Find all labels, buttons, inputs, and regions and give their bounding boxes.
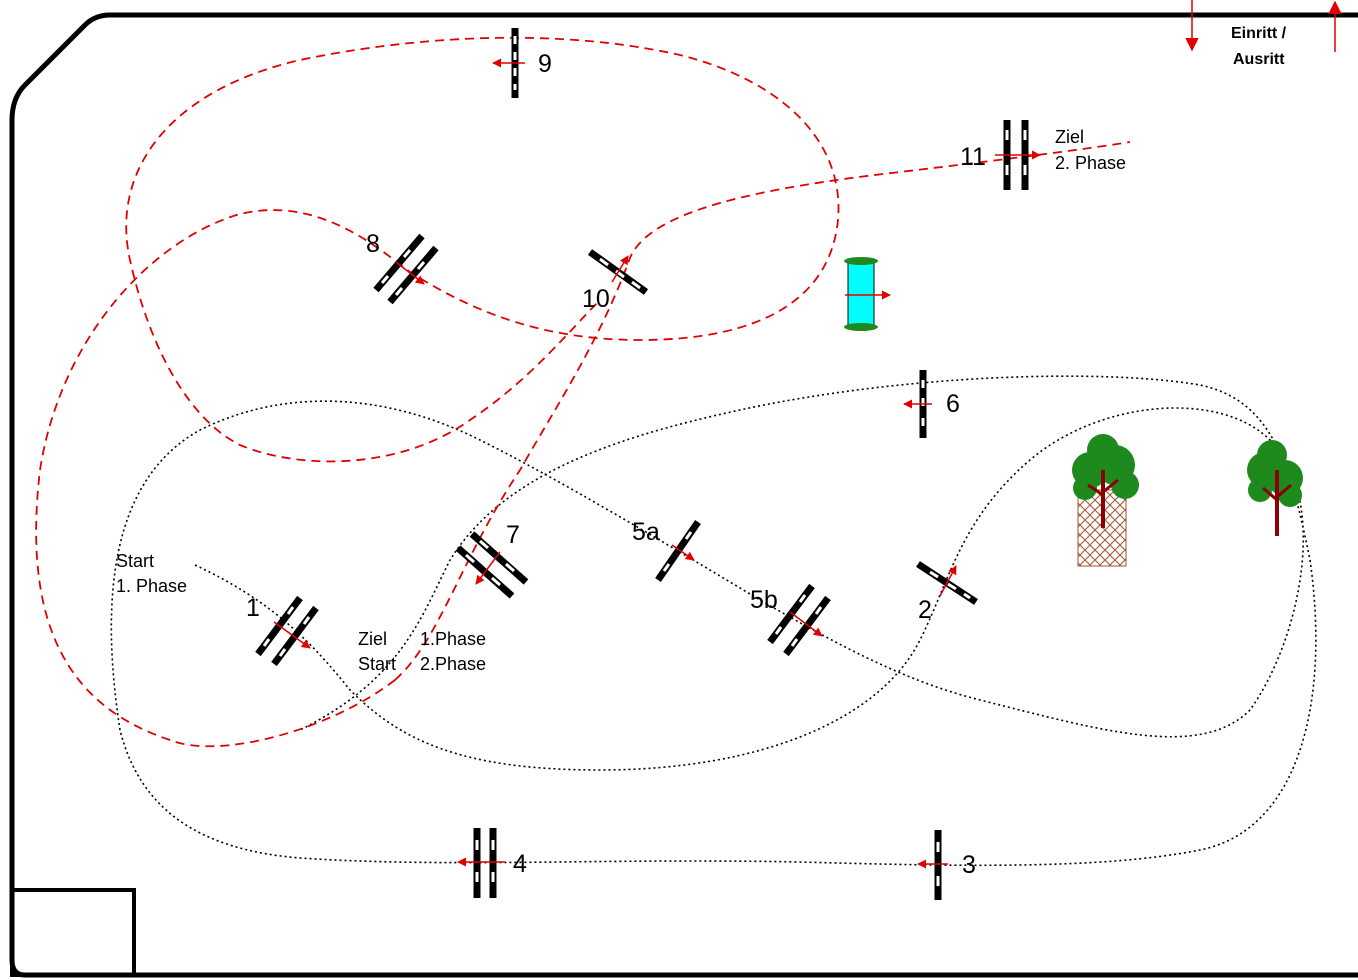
entrance-label-line1: Einritt /	[1231, 25, 1287, 42]
ziel2-line1: Ziel	[1055, 127, 1084, 147]
ziel1-col1-line2: Start	[358, 654, 396, 674]
obstacle-10: 10	[582, 249, 649, 313]
obstacle-2: 2	[916, 561, 978, 624]
arena-border	[9, 12, 1358, 978]
obstacle-4: 4	[457, 828, 527, 898]
obstacle-3: 3	[917, 830, 976, 900]
obstacle-5a-label: 5a	[632, 518, 660, 546]
obstacle-5b-label: 5b	[750, 586, 778, 614]
phase2-route	[35, 36, 1131, 748]
obstacle-8-label: 8	[366, 230, 380, 258]
obstacle-10-label: 10	[582, 285, 610, 313]
ziel1-col2-line2: 2.Phase	[420, 654, 486, 674]
obstacle-9-label: 9	[538, 50, 552, 78]
tree	[1247, 440, 1303, 536]
phase1-route	[110, 375, 1317, 867]
obstacle-1-label: 1	[246, 594, 260, 622]
obstacle-11-label: 11	[960, 143, 986, 171]
obstacle-5a: 5a	[632, 518, 701, 582]
obstacle-4-label: 4	[513, 850, 527, 878]
entrance-label-line2: Ausritt	[1233, 51, 1285, 68]
obstacle-5b: 5b	[750, 583, 831, 657]
obstacle-3-label: 3	[962, 851, 976, 879]
start1-line2: 1. Phase	[116, 576, 187, 596]
water-obstacle	[844, 257, 891, 331]
obstacle-11: 11	[960, 120, 1041, 190]
obstacle-7-label: 7	[506, 521, 520, 549]
obstacle-6: 6	[903, 370, 960, 438]
tree-with-fence	[1072, 434, 1139, 567]
corner-box	[10, 888, 136, 977]
obstacle-9: 9	[492, 28, 552, 98]
ziel2-line2: 2. Phase	[1055, 153, 1126, 173]
obstacle-6-label: 6	[946, 390, 960, 418]
ziel1-col1-line1: Ziel	[358, 629, 387, 649]
obstacle-2-label: 2	[918, 596, 932, 624]
obstacle-1: 1	[246, 594, 319, 667]
start1-line1: Start	[116, 551, 154, 571]
ziel1-col2-line1: 1.Phase	[420, 629, 486, 649]
obstacle-8: 8	[366, 230, 439, 305]
obstacle-7: 7	[455, 521, 529, 599]
